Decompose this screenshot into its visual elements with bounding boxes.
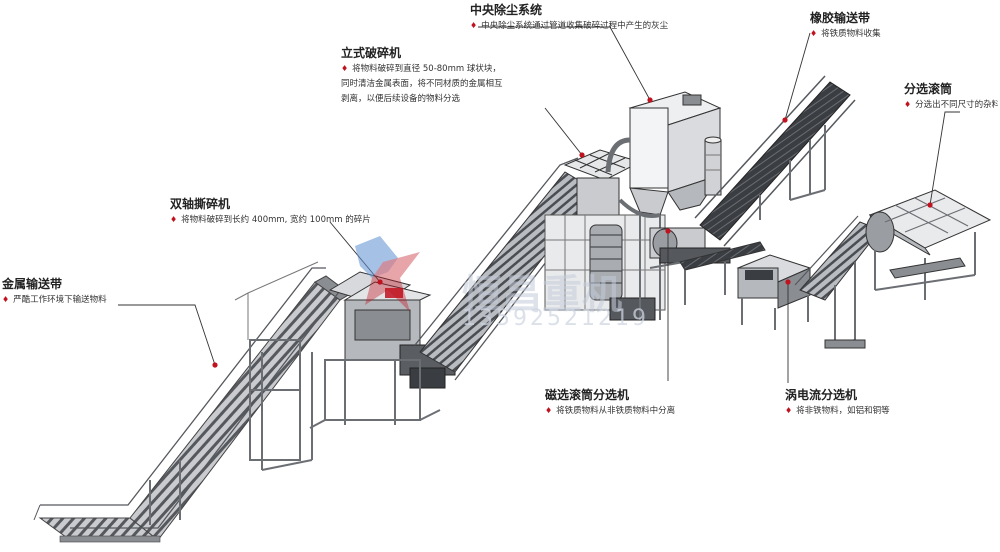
label-metal-belt: 金属输送带 ♦严酷工作环境下输送物料 (2, 275, 107, 308)
shredder-title: 双轴撕碎机 (170, 197, 231, 211)
magnetic-desc: ♦将铁质物料从非铁质物料中分离 (545, 406, 676, 416)
sorting-drum (865, 189, 992, 300)
metal-belt-title: 金属输送带 (2, 277, 63, 291)
logo-star-icon (355, 236, 420, 312)
magnetic-title: 磁选滚筒分选机 (545, 388, 630, 402)
label-dust: 中央除尘系统 ♦中央除尘系统通过管道收集破碎过程中产生的灰尘 (470, 1, 668, 34)
vertical-crusher (414, 149, 666, 381)
label-eddy: 涡电流分选机 ♦将非铁物料，如铝和铜等 (785, 386, 890, 419)
dust-desc: ♦中央除尘系统通过管道收集破碎过程中产生的灰尘 (470, 21, 669, 31)
rubber-conveyor (694, 75, 856, 247)
watermark-text: 恒昌重机 (462, 272, 622, 318)
label-drum: 分选滚筒 ♦分选出不同尺寸的杂料 (904, 80, 998, 113)
marker-dots (212, 97, 933, 368)
label-rubber: 橡胶输送带 ♦将铁质物料收集 (810, 9, 881, 42)
metal-conveyor (33, 261, 351, 543)
watermark-phone: 13592521219 (462, 306, 649, 331)
label-magnetic: 磁选滚筒分选机 ♦将铁质物料从非铁质物料中分离 (545, 386, 675, 419)
vertical-crusher-desc: ♦将物料破碎到直径 50-80mm 球状块， 同时清洁金属表面，将不同材质的金属… (341, 64, 503, 104)
vertical-crusher-title: 立式破碎机 (341, 46, 402, 60)
label-shredder: 双轴撕碎机 ♦将物料破碎到长约 400mm, 宽约 100mm 的碎片 (170, 195, 371, 228)
rubber-desc: ♦将铁质物料收集 (810, 29, 881, 39)
metal-belt-desc: ♦严酷工作环境下输送物料 (2, 295, 107, 305)
eddy-current-separator (736, 215, 881, 349)
twin-shaft-shredder (309, 271, 456, 429)
drum-title: 分选滚筒 (904, 82, 953, 96)
eddy-desc: ♦将非铁物料，如铝和铜等 (785, 406, 890, 416)
shredder-desc: ♦将物料破碎到长约 400mm, 宽约 100mm 的碎片 (170, 215, 371, 225)
rubber-title: 橡胶输送带 (810, 11, 871, 25)
dust-title: 中央除尘系统 (470, 3, 543, 17)
eddy-title: 涡电流分选机 (785, 388, 858, 402)
dust-collector (605, 91, 722, 320)
drum-desc: ♦分选出不同尺寸的杂料 (904, 100, 998, 110)
magnetic-drum-separator (649, 227, 766, 305)
label-vertical-crusher: 立式破碎机 ♦将物料破碎到直径 50-80mm 球状块， 同时清洁金属表面，将不… (341, 44, 503, 107)
